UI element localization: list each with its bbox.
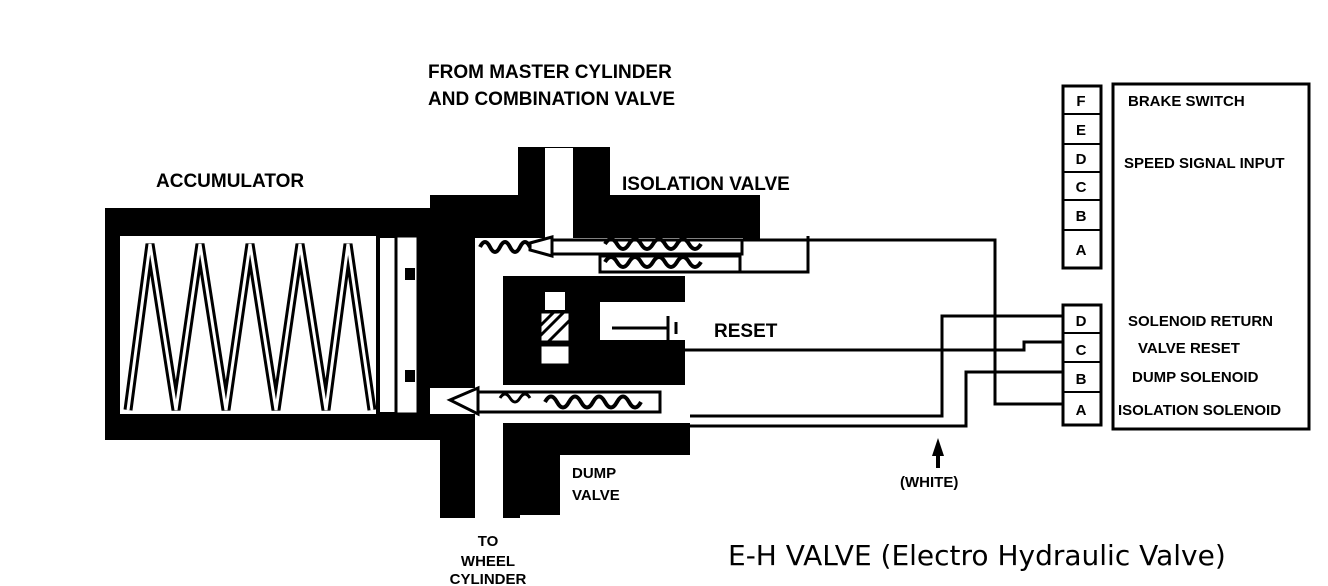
controller-module bbox=[1111, 82, 1311, 431]
wiring bbox=[600, 236, 1064, 428]
source-label-line1: FROM MASTER CYLINDER bbox=[428, 62, 672, 83]
reset-label: RESET bbox=[714, 321, 778, 342]
lower-pin-c: C bbox=[1076, 342, 1087, 359]
solenoid-return-label: SOLENOID RETURN bbox=[1128, 313, 1273, 330]
dump-solenoid-label: DUMP SOLENOID bbox=[1132, 369, 1259, 386]
ground-symbol bbox=[612, 316, 678, 340]
upper-pin-c: C bbox=[1076, 179, 1087, 196]
accumulator-housing bbox=[105, 208, 460, 440]
white-wire-arrow bbox=[932, 438, 944, 468]
dump-valve-internals bbox=[446, 385, 662, 417]
lower-pin-b: B bbox=[1076, 371, 1087, 388]
lower-pin-d: D bbox=[1076, 313, 1087, 330]
lower-connector: D C B A bbox=[1061, 303, 1103, 427]
isolation-valve-internals bbox=[478, 235, 744, 274]
diagram-title: E-H VALVE (Electro Hydraulic Valve) bbox=[728, 539, 1226, 572]
wheel-label-line3: CYLINDER bbox=[450, 571, 527, 586]
upper-pin-a: A bbox=[1076, 242, 1087, 259]
source-label-line2: AND COMBINATION VALVE bbox=[428, 89, 675, 110]
upper-pin-e: E bbox=[1076, 122, 1086, 139]
wheel-label-line2: WHEEL bbox=[461, 553, 515, 570]
wheel-label-line1: TO bbox=[478, 533, 499, 550]
dump-valve-label-line2: VALVE bbox=[572, 487, 620, 504]
valve-reset-label: VALVE RESET bbox=[1138, 340, 1240, 357]
accumulator-label: ACCUMULATOR bbox=[156, 171, 304, 192]
isolation-valve-label: ISOLATION VALVE bbox=[622, 174, 790, 195]
brake-switch-label: BRAKE SWITCH bbox=[1128, 93, 1245, 110]
upper-pin-f: F bbox=[1076, 93, 1085, 110]
valve-body bbox=[430, 147, 760, 518]
white-wire-label: (WHITE) bbox=[900, 474, 958, 491]
speed-signal-label: SPEED SIGNAL INPUT bbox=[1124, 155, 1285, 172]
upper-connector: F E D C B A bbox=[1061, 84, 1103, 270]
upper-pin-b: B bbox=[1076, 208, 1087, 225]
accumulator-spring bbox=[123, 243, 377, 411]
lower-pin-a: A bbox=[1076, 402, 1087, 419]
upper-pin-d: D bbox=[1076, 151, 1087, 168]
isolation-solenoid-label: ISOLATION SOLENOID bbox=[1118, 402, 1281, 419]
dump-valve-label-line1: DUMP bbox=[572, 465, 616, 482]
